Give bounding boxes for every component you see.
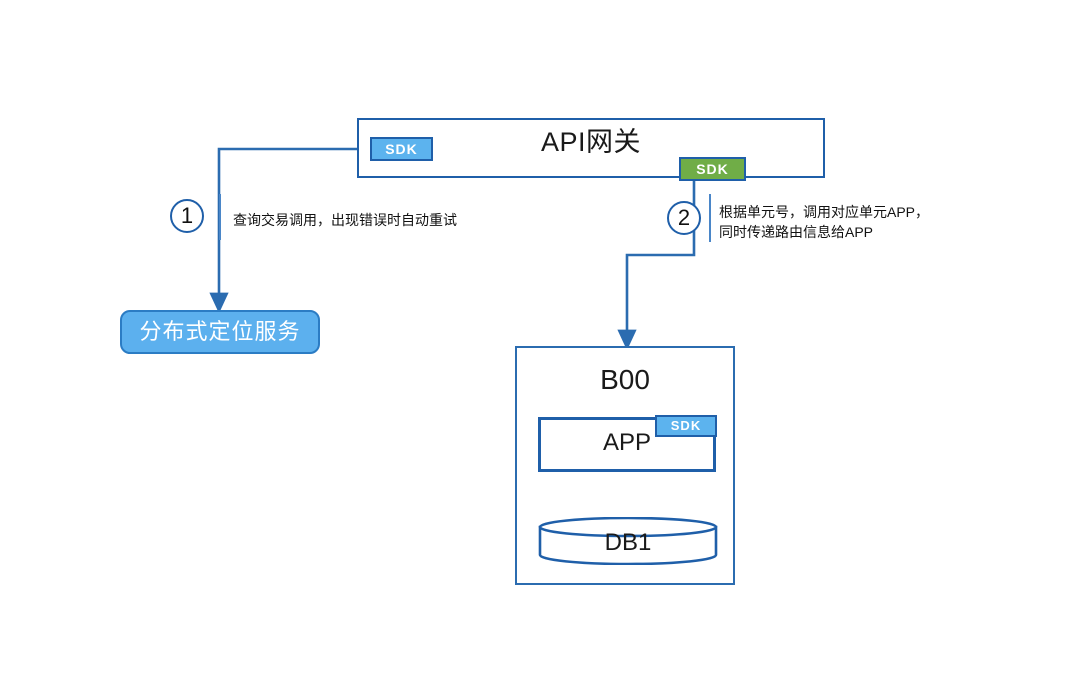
step-1-description: 查询交易调用，出现错误时自动重试 bbox=[233, 212, 457, 228]
api-gateway-label: API网关 bbox=[540, 127, 642, 157]
app-box: APP bbox=[538, 417, 716, 472]
step-1-divider bbox=[219, 194, 221, 240]
sdk-badge-gateway-right: SDK bbox=[679, 157, 746, 181]
step-2-description: 根据单元号，调用对应单元APP， 同时传递路由信息给APP bbox=[719, 204, 930, 240]
sdk-badge-gateway-left: SDK bbox=[370, 137, 433, 161]
api-gateway-box: API网关 bbox=[357, 118, 825, 178]
database-db1-label: DB1 bbox=[604, 529, 652, 556]
app-label: APP bbox=[602, 429, 652, 456]
database-db1: DB1 bbox=[538, 516, 718, 566]
cylinder-icon bbox=[538, 516, 718, 566]
step-number-2: 2 bbox=[667, 201, 701, 235]
step-2-divider bbox=[709, 194, 711, 242]
sdk-badge-app: SDK bbox=[655, 415, 717, 437]
step-number-1: 1 bbox=[170, 199, 204, 233]
unit-b00-label: B00 bbox=[600, 364, 650, 395]
distributed-location-service-node: 分布式定位服务 bbox=[120, 310, 320, 354]
